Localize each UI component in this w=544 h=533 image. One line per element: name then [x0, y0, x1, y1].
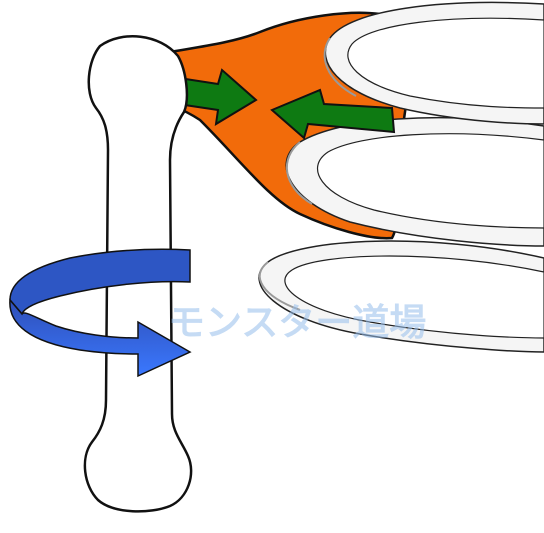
ring-band-icon	[285, 116, 544, 247]
ring-band-icon	[323, 1, 544, 125]
rotation-arrow-icon	[9, 248, 192, 378]
ring-band-icon	[258, 240, 544, 353]
arrow-left-icon	[270, 88, 396, 140]
rings-group	[258, 240, 544, 353]
